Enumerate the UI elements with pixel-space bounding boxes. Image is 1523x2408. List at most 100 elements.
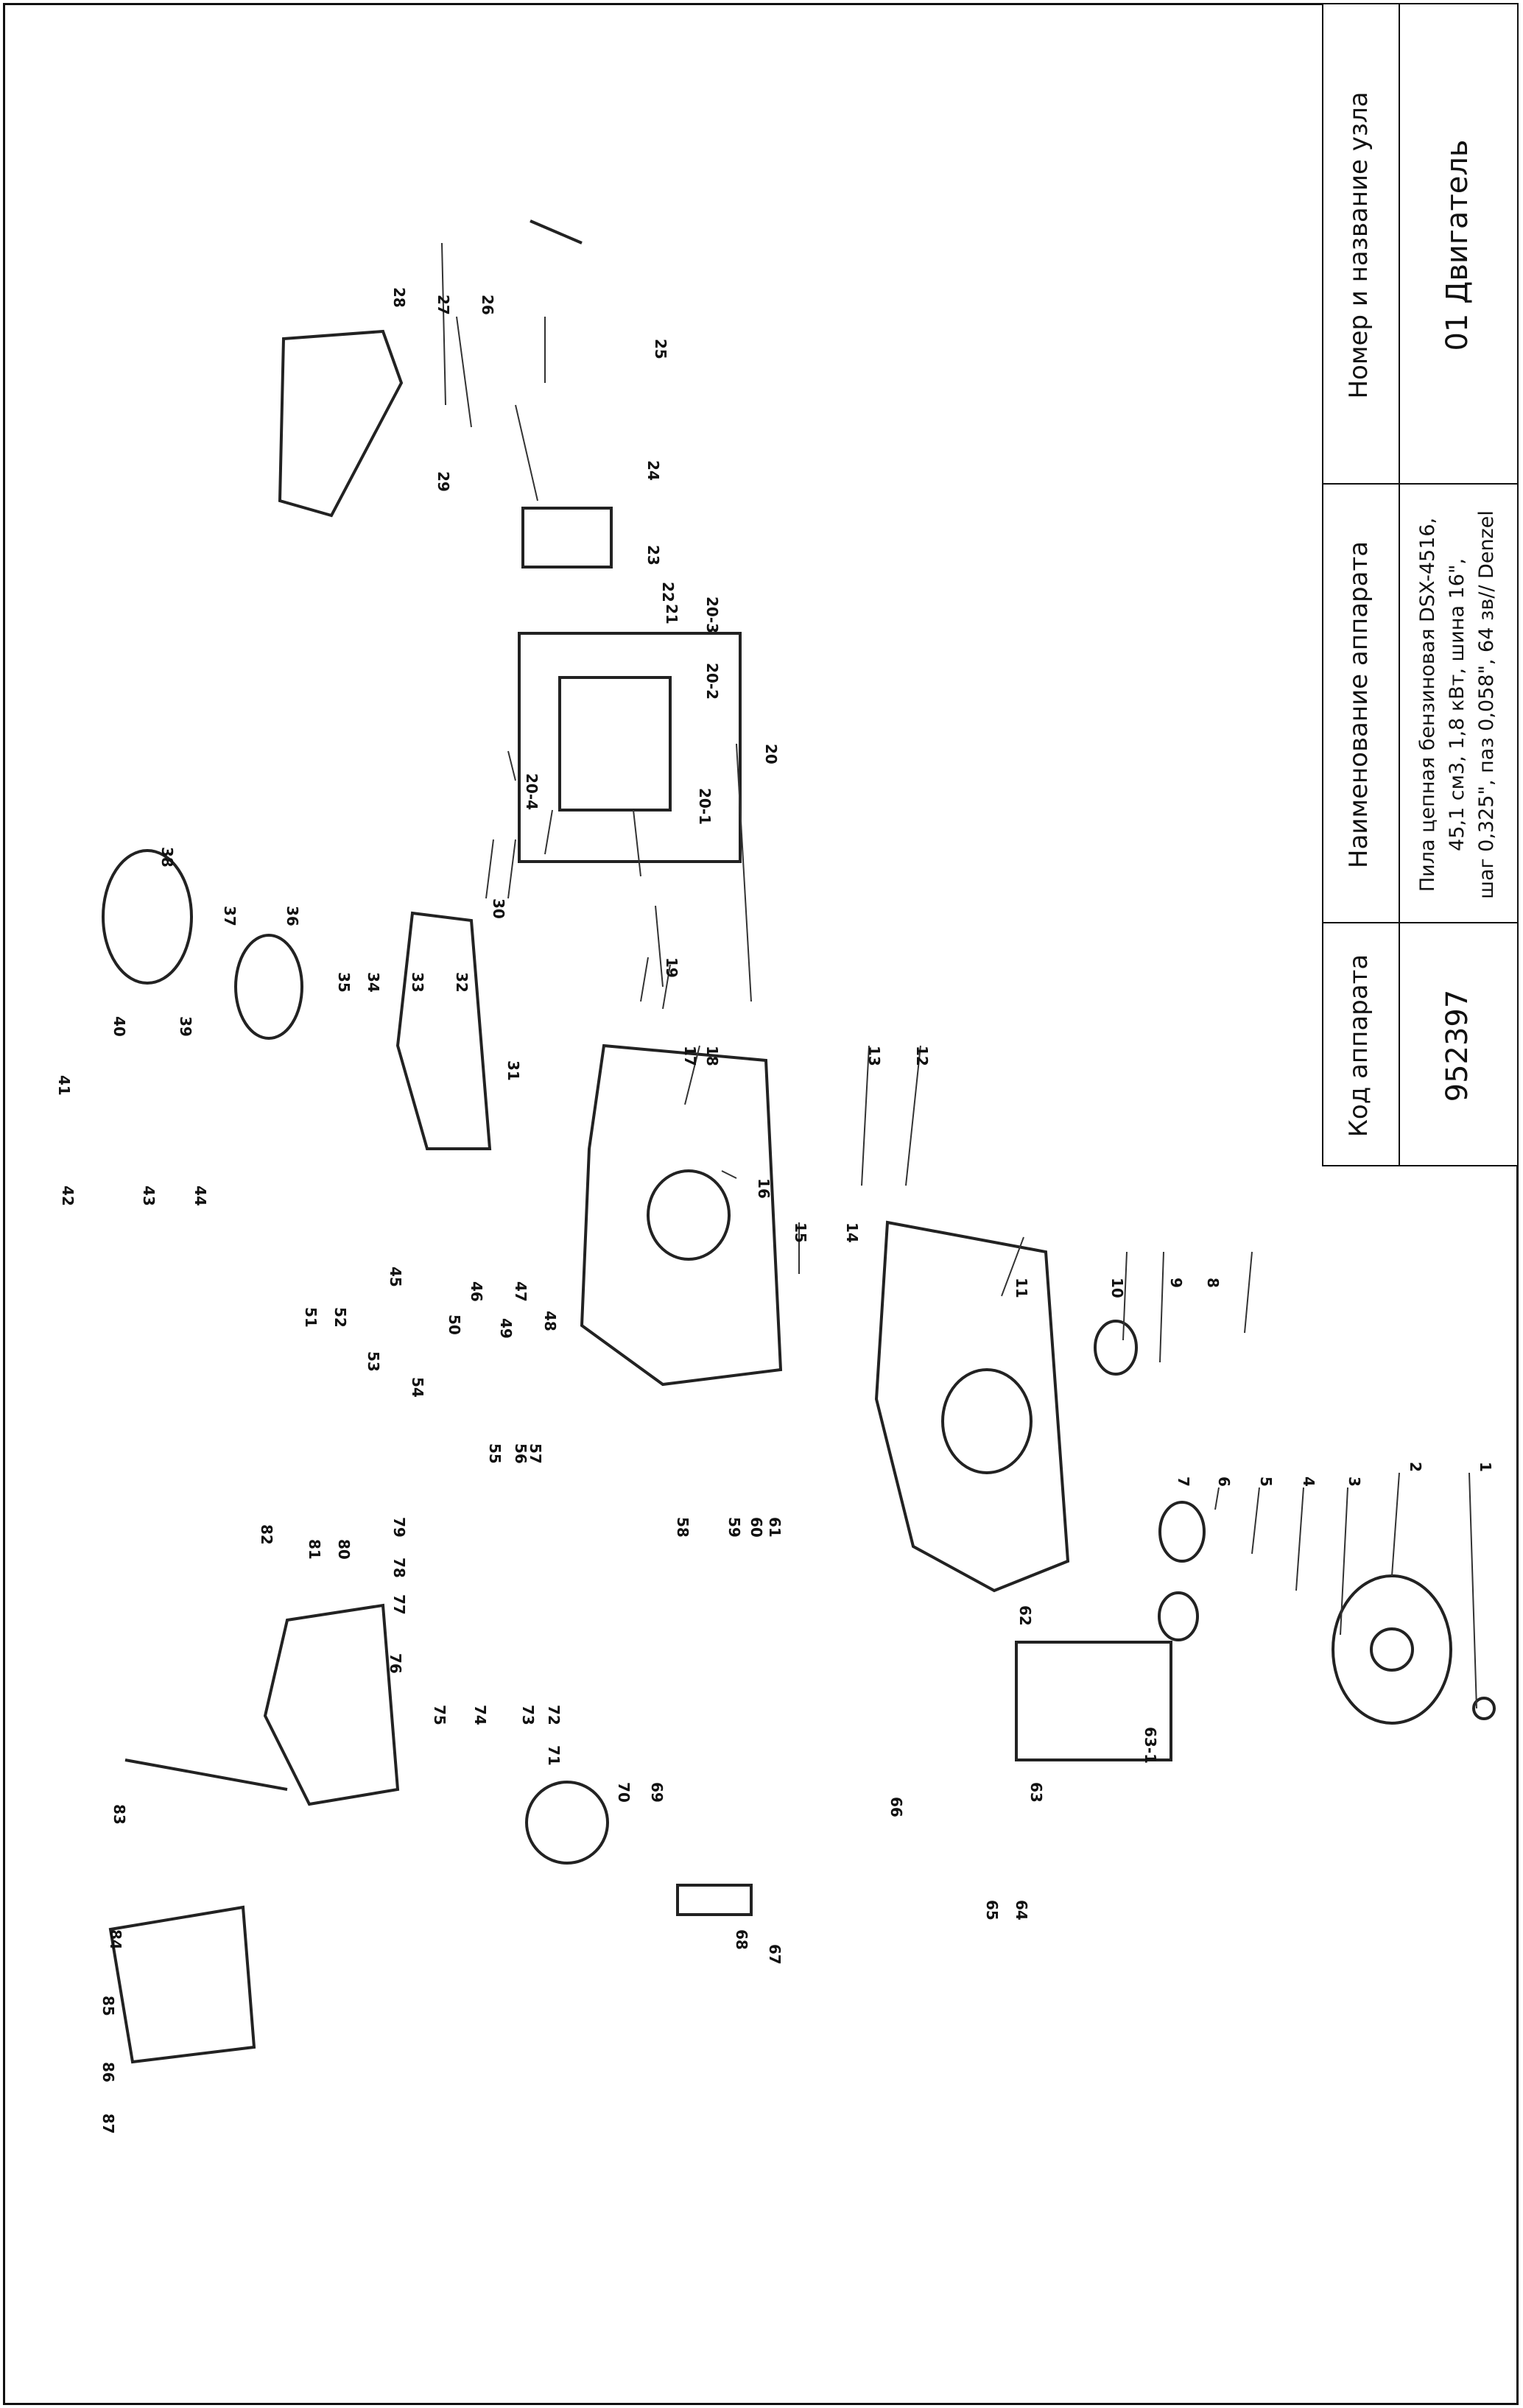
part-callout-77: 77 <box>390 1594 408 1615</box>
part-callout-49: 49 <box>497 1318 515 1339</box>
part-callout-40: 40 <box>110 1016 128 1037</box>
part-callout-9: 9 <box>1167 1278 1185 1288</box>
part-callout-43: 43 <box>140 1186 158 1206</box>
seal-lower-shape <box>1158 1591 1199 1641</box>
nut-shape <box>1472 1697 1496 1720</box>
device-name-header-text: Наименование аппарата <box>1344 541 1373 869</box>
leader-line-26 <box>456 316 472 428</box>
piston-shape <box>525 1781 609 1865</box>
part-callout-25: 25 <box>652 339 669 359</box>
title-block-unit-header-cell: Номер и название узла <box>1322 3 1400 485</box>
part-callout-20-1: 20-1 <box>696 788 714 825</box>
part-callout-61: 61 <box>766 1517 784 1538</box>
part-callout-56: 56 <box>512 1443 530 1464</box>
part-callout-64: 64 <box>1013 1900 1030 1921</box>
part-callout-6: 6 <box>1215 1476 1233 1487</box>
sprocket-cover-shape <box>102 849 193 985</box>
part-callout-78: 78 <box>390 1557 408 1578</box>
part-callout-55: 55 <box>486 1443 504 1464</box>
air-filter-cover-shape <box>278 329 404 518</box>
part-callout-20-4: 20-4 <box>523 773 541 810</box>
leader-line-5 <box>1251 1487 1260 1555</box>
leader-line-3 <box>1340 1487 1348 1636</box>
unit-header-text: Номер и название узла <box>1344 91 1373 399</box>
part-callout-63: 63 <box>1027 1782 1045 1803</box>
leader-line-6 <box>1214 1487 1220 1510</box>
leader-line-18 <box>655 905 664 988</box>
part-callout-26: 26 <box>479 295 496 315</box>
leader-line-25 <box>441 242 446 406</box>
part-callout-76: 76 <box>387 1653 404 1674</box>
part-callout-30: 30 <box>490 898 507 919</box>
part-callout-50: 50 <box>446 1314 463 1335</box>
part-callout-51: 51 <box>302 1307 320 1328</box>
part-callout-20: 20 <box>762 744 780 764</box>
part-callout-80: 80 <box>335 1539 353 1560</box>
title-block-device-name-header-cell: Наименование аппарата <box>1322 483 1400 923</box>
part-callout-42: 42 <box>59 1186 77 1206</box>
part-callout-7: 7 <box>1175 1476 1192 1487</box>
part-callout-27: 27 <box>435 295 452 315</box>
part-callout-21: 21 <box>663 604 680 624</box>
part-callout-19: 19 <box>663 957 680 978</box>
leader-line-1 <box>1469 1472 1477 1709</box>
part-callout-74: 74 <box>471 1705 489 1725</box>
flywheel-hub-shape <box>1370 1627 1414 1672</box>
leader-line-19 <box>736 743 752 1002</box>
part-callout-20-2: 20-2 <box>703 663 721 700</box>
crankcase-right-shape <box>874 1220 1070 1593</box>
part-callout-58: 58 <box>674 1517 692 1538</box>
leader-line-7 <box>1244 1251 1253 1334</box>
part-callout-87: 87 <box>99 2113 117 2134</box>
part-callout-45: 45 <box>387 1267 404 1287</box>
part-callout-85: 85 <box>99 1996 117 2016</box>
part-callout-67: 67 <box>766 1944 784 1965</box>
part-callout-2: 2 <box>1407 1462 1424 1472</box>
part-callout-13: 13 <box>865 1046 883 1066</box>
part-callout-5: 5 <box>1257 1476 1275 1487</box>
part-callout-3: 3 <box>1346 1476 1363 1487</box>
part-callout-62: 62 <box>1016 1605 1034 1626</box>
title-block-unit-value-cell: 01 Двигатель <box>1399 3 1519 485</box>
part-callout-69: 69 <box>648 1782 666 1803</box>
part-callout-83: 83 <box>110 1804 128 1825</box>
leader-line-15 <box>684 1045 700 1105</box>
device-name-text: Пила цепная бензиновая DSX-4516, 45,1 см… <box>1413 487 1502 922</box>
part-callout-22: 22 <box>659 582 677 602</box>
leader-line-27 <box>485 839 494 899</box>
part-callout-57: 57 <box>527 1443 544 1464</box>
leader-line-2 <box>1391 1472 1400 1577</box>
part-callout-41: 41 <box>55 1075 73 1096</box>
part-callout-17: 17 <box>681 1046 699 1066</box>
part-callout-73: 73 <box>519 1705 537 1725</box>
part-callout-38: 38 <box>158 847 176 867</box>
leader-line-11 <box>905 1045 921 1186</box>
part-callout-16: 16 <box>755 1178 773 1199</box>
leader-line-4 <box>1295 1487 1304 1591</box>
part-callout-35: 35 <box>335 972 353 993</box>
part-callout-29: 29 <box>435 471 452 492</box>
bearing-right-shape <box>1158 1501 1206 1563</box>
muffler-bolt-line-shape <box>124 1759 288 1791</box>
leader-line-23 <box>515 404 538 501</box>
long-bolt-line-shape <box>530 219 583 244</box>
clutch-drum-shape <box>234 934 303 1040</box>
part-callout-59: 59 <box>725 1517 743 1538</box>
seal-right-shape <box>1094 1320 1138 1376</box>
part-callout-65: 65 <box>983 1900 1001 1921</box>
leader-line-8 <box>1159 1251 1164 1363</box>
part-callout-68: 68 <box>733 1929 750 1950</box>
part-callout-84: 84 <box>107 1929 124 1950</box>
part-callout-75: 75 <box>431 1705 449 1725</box>
carburetor-shape <box>521 507 613 568</box>
part-callout-36: 36 <box>284 906 301 926</box>
part-callout-47: 47 <box>512 1281 530 1302</box>
part-callout-72: 72 <box>545 1705 563 1725</box>
part-callout-79: 79 <box>390 1517 408 1538</box>
crankcase-bore-left-shape <box>647 1169 731 1261</box>
part-callout-81: 81 <box>306 1539 323 1560</box>
device-code-header-text: Код аппарата <box>1344 954 1373 1138</box>
device-name-line-1: Пила цепная бензиновая DSX-4516, <box>1416 517 1439 893</box>
part-callout-4: 4 <box>1300 1476 1318 1487</box>
